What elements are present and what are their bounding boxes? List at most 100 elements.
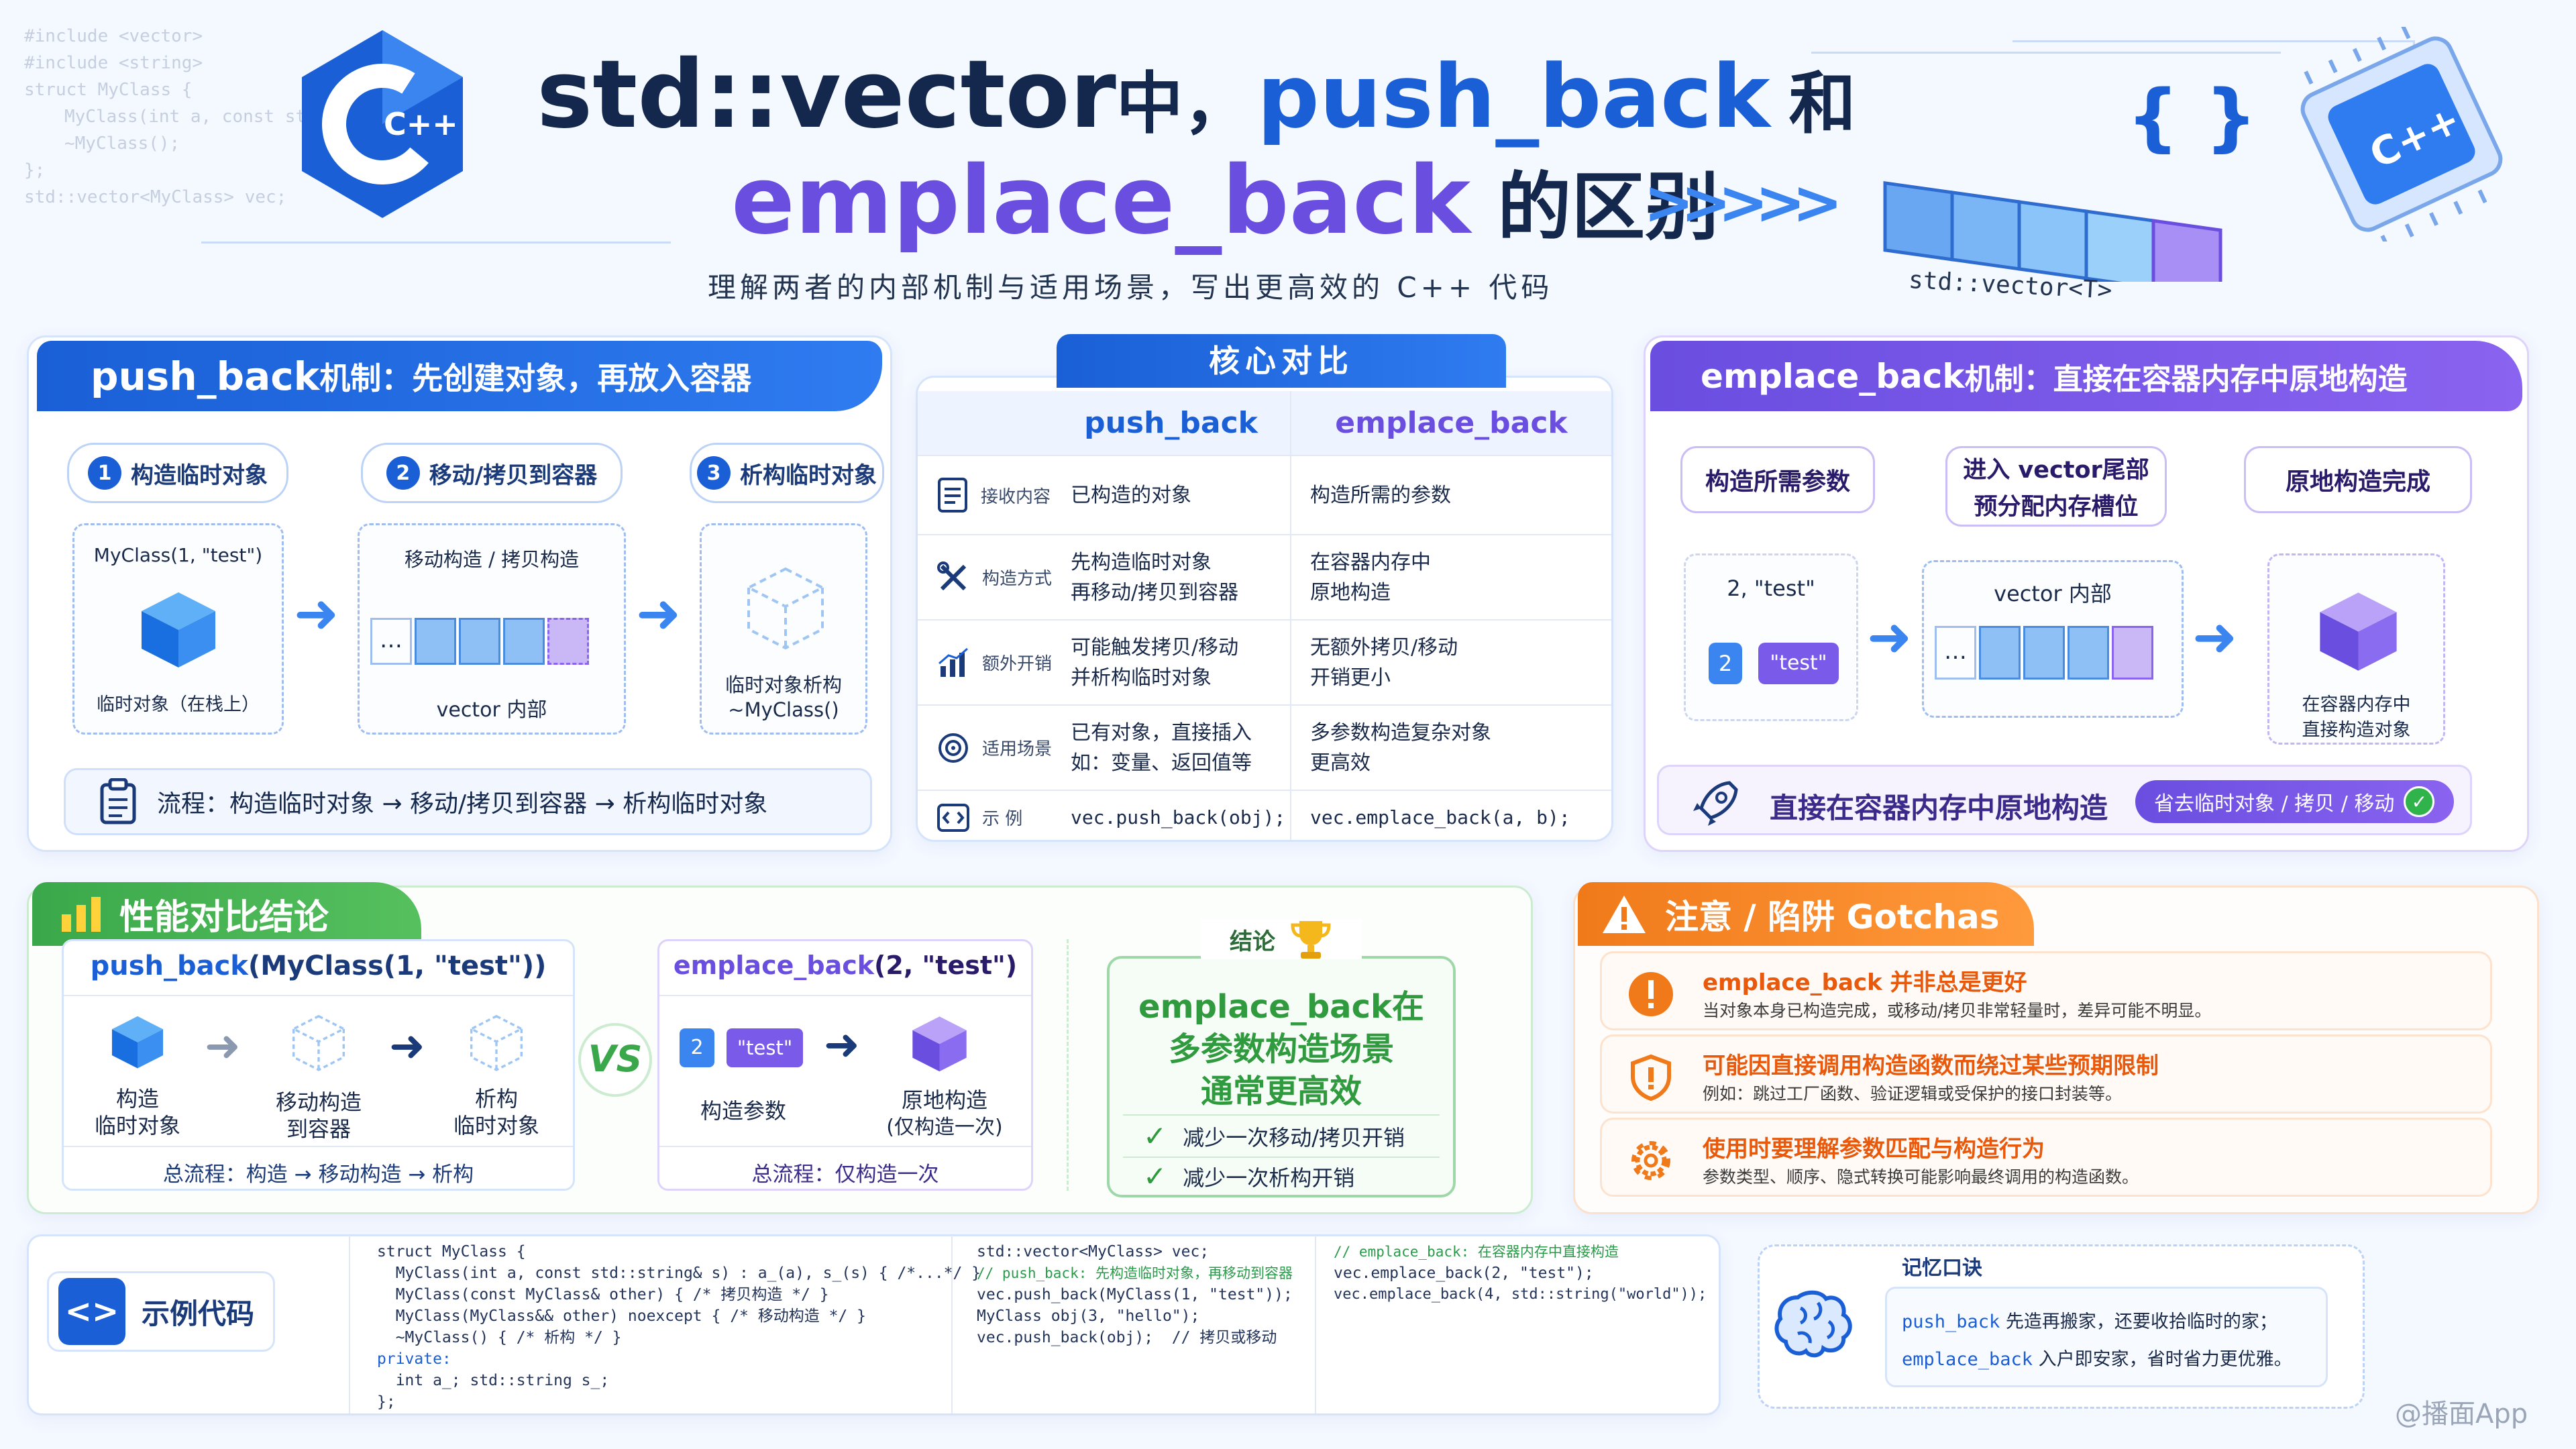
row-label-cell: 构造方式 xyxy=(918,561,1052,594)
divider xyxy=(1123,1114,1440,1116)
gotcha-item: 可能因直接调用构造函数而绕过某些预期限制 例如：跳过工厂函数、验证逻辑或受保护的… xyxy=(1600,1034,2492,1114)
divider xyxy=(64,1146,573,1147)
slot-dots: … xyxy=(1935,626,1976,680)
perf-emplace-title: emplace_back(2, "test") xyxy=(659,951,1031,980)
compare-col-header-row: push_back emplace_back xyxy=(918,391,1611,455)
perf-l2-2: 到容器 xyxy=(286,1116,351,1142)
background-code: #include <vector> #include <string> stru… xyxy=(24,23,373,237)
gotchas-header: 注意 / 陷阱 Gotchas xyxy=(1578,882,2034,946)
circuit-line xyxy=(201,241,671,244)
performance-header: 性能对比结论 xyxy=(32,882,421,946)
step-label: 析构临时对象 xyxy=(740,462,877,489)
check-text: 减少一次移动/拷贝开销 xyxy=(1183,1124,1405,1150)
push-header-text: 机制：先创建对象，再放入容器 xyxy=(319,360,752,396)
row-label: 适用场景 xyxy=(982,739,1053,759)
vector-slots: … xyxy=(370,618,592,665)
cube-icon xyxy=(111,1016,164,1069)
compare-row: 额外开销 可能触发拷贝/移动 并析构临时对象 无额外拷贝/移动 开销更小 xyxy=(918,619,1611,704)
row-emplace-cell: vec.emplace_back(a, b); xyxy=(1290,791,1611,840)
row-label-cell: 示 例 xyxy=(918,803,1052,833)
perf-push-fn: push_back xyxy=(90,951,248,981)
push-flow-bar: 流程：构造临时对象 → 移动/拷贝到容器 → 析构临时对象 xyxy=(64,768,872,835)
shield-icon xyxy=(1631,1054,1671,1101)
check-item: ✓ 减少一次移动/拷贝开销 xyxy=(1143,1120,1405,1152)
row-push-cell: 可能触发拷贝/移动 并析构临时对象 xyxy=(1071,635,1239,690)
code-panel xyxy=(27,1234,1721,1415)
page-title-line2: emplace_back 的区别 xyxy=(731,146,1719,256)
bg-code-line: #include <string> xyxy=(24,53,203,73)
step-number: 2 xyxy=(386,456,420,490)
braces-icon: { } xyxy=(2127,74,2257,160)
page-subtitle: 理解两者的内部机制与适用场景，写出更高效的 C++ 代码 xyxy=(708,271,1554,304)
gotcha-title: emplace_back 并非总是更好 xyxy=(1703,969,2027,996)
perf-r-label2-2: (仅构造一次) xyxy=(886,1116,1003,1139)
memo-fn: emplace_back xyxy=(1902,1349,2033,1370)
arg-string-chip: "test" xyxy=(1758,643,1839,684)
divider xyxy=(659,995,1031,996)
conclusion-label-text: 结论 xyxy=(1230,928,1275,955)
performance-title: 性能对比结论 xyxy=(119,898,329,938)
row-push-cell: 先构造临时对象 再移动/拷贝到容器 xyxy=(1071,550,1239,604)
trophy-icon xyxy=(1291,921,1331,959)
title-push-back: push_back xyxy=(1256,46,1770,148)
row-label-cell: 接收内容 xyxy=(918,477,1052,513)
vector-slot xyxy=(2068,626,2109,680)
row-label: 接收内容 xyxy=(981,486,1051,507)
warning-icon xyxy=(1603,895,1646,933)
title-diff: 的区别 xyxy=(1497,164,1719,250)
circuit-line xyxy=(1811,20,2281,54)
row-push-cell: 已构造的对象 xyxy=(1071,483,1191,507)
vector-slot xyxy=(1979,626,2021,680)
code-block-push: std::vector<MyClass> vec; // push_back: … xyxy=(959,1236,1322,1413)
step-1-pill: 1 构造临时对象 xyxy=(67,443,288,503)
vs-badge: VS xyxy=(578,1023,652,1097)
step-3-pill: 3 析构临时对象 xyxy=(690,443,884,503)
result-caption-2: 直接构造对象 xyxy=(2302,720,2411,741)
emplace-back-header: emplace_back 机制：直接在容器内存中原地构造 xyxy=(1650,341,2522,411)
chip-icon: C++ xyxy=(2281,25,2522,249)
perf-l3-1: 析构 xyxy=(474,1086,518,1112)
arrow-right-icon: ➜ xyxy=(1867,606,1913,668)
cube-icon xyxy=(142,592,215,667)
vertical-divider xyxy=(1067,939,1069,1191)
gotcha-desc: 参数类型、顺序、隐式转换可能影响最终调用的构造函数。 xyxy=(1703,1167,2139,1187)
perf-emplace-args: (2, "test") xyxy=(874,951,1018,980)
step-label: 构造临时对象 xyxy=(131,462,268,489)
target-icon xyxy=(938,733,968,763)
step-number: 1 xyxy=(88,456,121,490)
code-line: private: xyxy=(377,1350,451,1368)
memo-text: 先造再搬家，还要收拾临时的家； xyxy=(2000,1311,2277,1332)
emplace-banner: 直接在容器内存中原地构造 省去临时对象 / 拷贝 / 移动 ✓ xyxy=(1657,765,2472,835)
perf-right-flow: 总流程：仅构造一次 xyxy=(751,1163,939,1187)
logo-text: C++ xyxy=(384,106,458,142)
arrow-right-icon: ➜ xyxy=(824,1020,860,1070)
divider xyxy=(1123,1157,1440,1158)
title-std-vector: std::vector xyxy=(537,40,1116,150)
perf-left-flow: 总流程：构造 → 移动构造 → 析构 xyxy=(162,1163,474,1187)
memo-text: 入户即安家，省时省力更优雅。 xyxy=(2033,1349,2292,1370)
conclusion-card: emplace_back在 多参数构造场景 通常更高效 ✓减少一次移动/拷贝开销… xyxy=(1107,956,1456,1197)
row-label-cell: 适用场景 xyxy=(918,731,1052,765)
col-push-back: push_back xyxy=(1084,406,1258,440)
conclusion-title: 通常更高效 xyxy=(1200,1073,1362,1110)
arrow-right-icon: ➜ xyxy=(205,1022,241,1071)
bg-code-line: }; xyxy=(24,160,46,180)
ghost-cube-icon xyxy=(290,1014,347,1071)
code-line: MyClass(const MyClass& other) { /* 拷贝构造 … xyxy=(377,1286,829,1303)
emplace-badge: 省去临时对象 / 拷贝 / 移动 ✓ xyxy=(2135,780,2454,823)
vector-slot xyxy=(415,618,456,665)
emplace-vector-box: vector 内部 … xyxy=(1922,560,2184,718)
code-line: MyClass obj(3, "hello"); xyxy=(977,1307,1200,1325)
step-number: 3 xyxy=(697,456,731,490)
bg-code-line: std::vector<MyClass> vec; xyxy=(24,187,287,207)
memo-title: 记忆口诀 xyxy=(1902,1256,1982,1280)
perf-emplace-fn: emplace_back xyxy=(673,951,875,980)
gotcha-title: 可能因直接调用构造函数而绕过某些预期限制 xyxy=(1703,1053,2159,1079)
check-icon: ✓ xyxy=(1143,1120,1167,1152)
bg-code-line: ~MyClass(); xyxy=(64,133,180,154)
clipboard-icon xyxy=(100,778,136,824)
title-emplace-back: emplace_back xyxy=(731,146,1471,256)
push-header-code: push_back xyxy=(91,353,320,399)
vector-inner-caption: vector 内部 xyxy=(436,698,547,722)
vector-slot xyxy=(459,618,500,665)
